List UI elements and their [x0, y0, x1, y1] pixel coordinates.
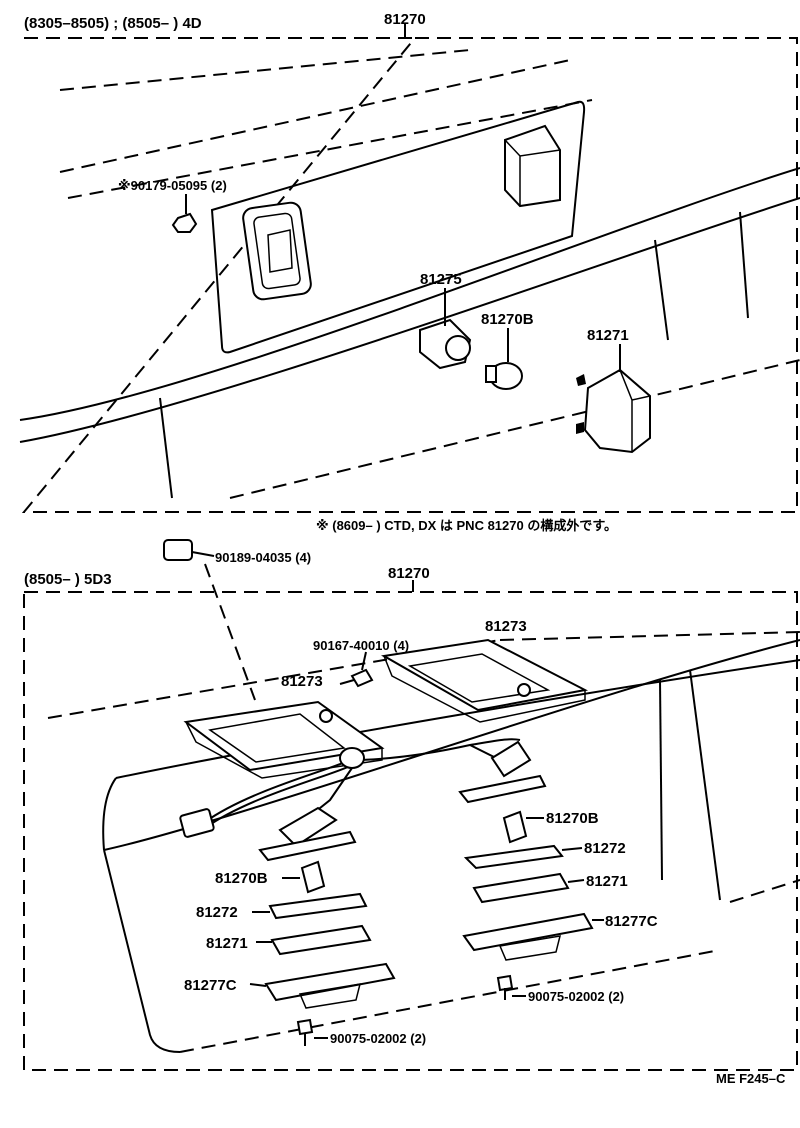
harness-grommet [339, 747, 365, 769]
leader-line [561, 847, 583, 851]
panel-lamp-housing [242, 201, 312, 301]
housing-left-label: 81273 [281, 673, 323, 690]
housing-right-inner [407, 653, 551, 703]
gasket-left-icon [268, 892, 368, 920]
socket-right-plate [458, 774, 547, 804]
body-line [59, 49, 471, 91]
harness-connector-icon [179, 808, 215, 838]
lens-edges [619, 369, 651, 452]
note-text: ※ (8609– ) CTD, DX は PNC 81270 の構成外です。 [316, 518, 617, 533]
lens-label: 81271 [587, 327, 629, 344]
reflector-block [504, 124, 561, 208]
body-line [729, 879, 800, 903]
body-line [659, 679, 663, 881]
bulb-left-icon [300, 860, 326, 894]
bulb-right-label: 81270B [546, 810, 599, 827]
body-line [19, 197, 800, 443]
body-line [115, 659, 800, 779]
bottom-assembly-number: 81270 [388, 565, 430, 582]
housing-right-label: 81273 [485, 618, 527, 635]
lens-icon [583, 368, 651, 454]
top-frame [21, 37, 798, 513]
cover-right-icon [462, 912, 594, 952]
body-line [159, 397, 173, 499]
top-header-label: (8305–8505) ; (8505– ) 4D [24, 15, 202, 32]
wire-harness [204, 765, 351, 829]
gasket-left-label: 81272 [196, 904, 238, 921]
cover-left-label: 81277C [184, 977, 237, 994]
lens-right-label: 81271 [586, 873, 628, 890]
leader-dashed [204, 563, 256, 701]
body-line [67, 99, 593, 199]
connector-icon [163, 539, 193, 561]
body-line [689, 669, 721, 901]
cover-right-label: 81277C [605, 913, 658, 930]
body-line [229, 359, 800, 499]
housing-right-pin [517, 683, 531, 697]
screw-left-icon [296, 1018, 314, 1036]
socket-right-icon [490, 740, 532, 778]
body-line [102, 777, 117, 851]
top-assembly-number: 81270 [384, 11, 426, 28]
body-line [59, 59, 571, 173]
lens-tab [576, 422, 584, 434]
screw-shank [339, 679, 355, 685]
top-section [19, 24, 800, 513]
body-line [739, 211, 749, 319]
socket-mouth [445, 335, 471, 361]
figure-code: ME F245–C [716, 1071, 786, 1086]
bulb-label: 81270B [481, 311, 534, 328]
gasket-right-icon [463, 844, 564, 870]
bottom-header-label: (8505– ) 5D3 [24, 571, 112, 588]
leader-line [191, 551, 215, 557]
bulb-right-icon [502, 810, 528, 844]
screw-right-label: 90075-02002 (2) [528, 989, 624, 1004]
socket-label: 81275 [420, 271, 462, 288]
body-line [499, 631, 800, 641]
socket-left-icon [278, 806, 338, 848]
body-line [103, 849, 181, 1053]
lens-tab [576, 374, 586, 386]
reflector-edges [504, 139, 561, 206]
cover-left-inner [298, 983, 362, 1009]
bulb-base [485, 365, 497, 383]
screw-right-icon [496, 974, 514, 992]
body-line [179, 949, 721, 1053]
cover-right-inner [498, 935, 562, 961]
screw-icon [350, 668, 374, 688]
bulb-left-label: 81270B [215, 870, 268, 887]
housing-right-rim [383, 655, 586, 723]
housing-left-inner [208, 713, 346, 763]
socket-left-plate [258, 830, 357, 862]
license-panel [210, 100, 586, 354]
lens-left-label: 81271 [206, 935, 248, 952]
screw-top-label: 90167-40010 (4) [313, 638, 409, 653]
cover-left-icon [264, 962, 396, 1002]
leader-line [249, 983, 267, 987]
wire-harness [204, 738, 521, 823]
lens-left-icon [270, 924, 372, 956]
bottom-frame [23, 591, 798, 1071]
housing-left-pin [319, 709, 333, 723]
leader-line [361, 651, 367, 671]
panel-lamp-inner [267, 229, 293, 273]
leader-line [567, 879, 585, 883]
body-line [654, 239, 669, 341]
gasket-right-label: 81272 [584, 840, 626, 857]
panel-lamp-window [253, 212, 301, 290]
bottom-section [23, 539, 800, 1071]
housing-left-rim [185, 721, 383, 779]
connector-label: 90189-04035 (4) [215, 550, 311, 565]
body-line [19, 167, 800, 421]
lens-right-icon [472, 872, 570, 904]
screw-label: ※90179-05095 (2) [118, 178, 227, 193]
screw-left-label: 90075-02002 (2) [330, 1031, 426, 1046]
nut-icon [171, 212, 198, 233]
